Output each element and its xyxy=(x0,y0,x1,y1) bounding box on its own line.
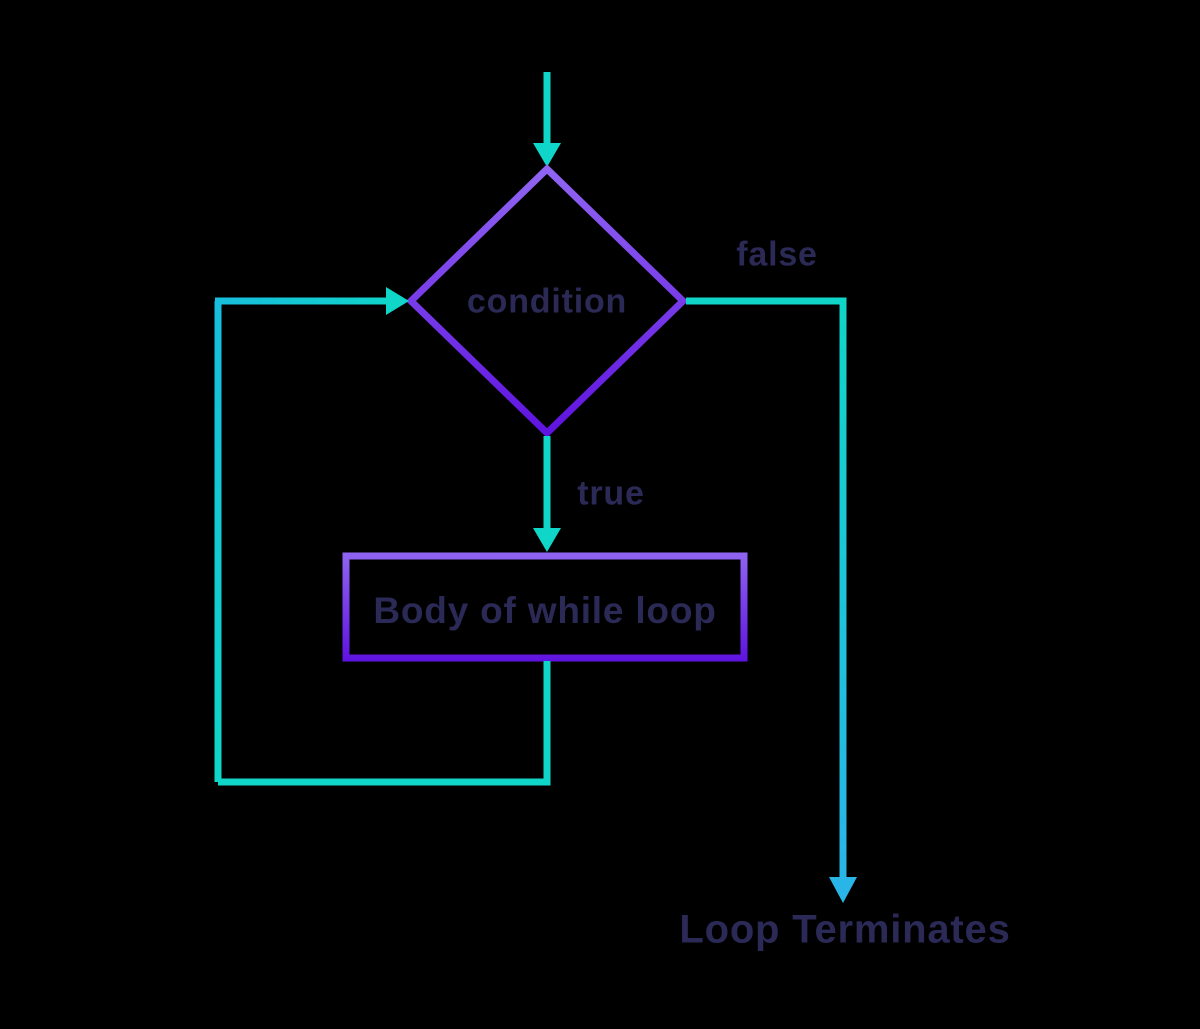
loopback-bottom-line xyxy=(218,661,551,786)
entry-arrowhead-icon xyxy=(533,143,561,167)
condition-label: condition xyxy=(466,282,628,321)
terminate-arrowhead-icon xyxy=(829,877,857,903)
false-branch-label: false xyxy=(736,235,818,274)
false-branch-line xyxy=(686,297,847,879)
body-label: Body of while loop xyxy=(373,590,717,631)
true-branch-label: true xyxy=(577,474,645,513)
body-arrowhead-icon xyxy=(533,528,561,552)
body-rect xyxy=(342,552,748,662)
loop-terminates-label: Loop Terminates xyxy=(679,907,1011,952)
loopback-arrowhead-icon xyxy=(386,287,409,315)
condition-diamond xyxy=(405,164,689,438)
